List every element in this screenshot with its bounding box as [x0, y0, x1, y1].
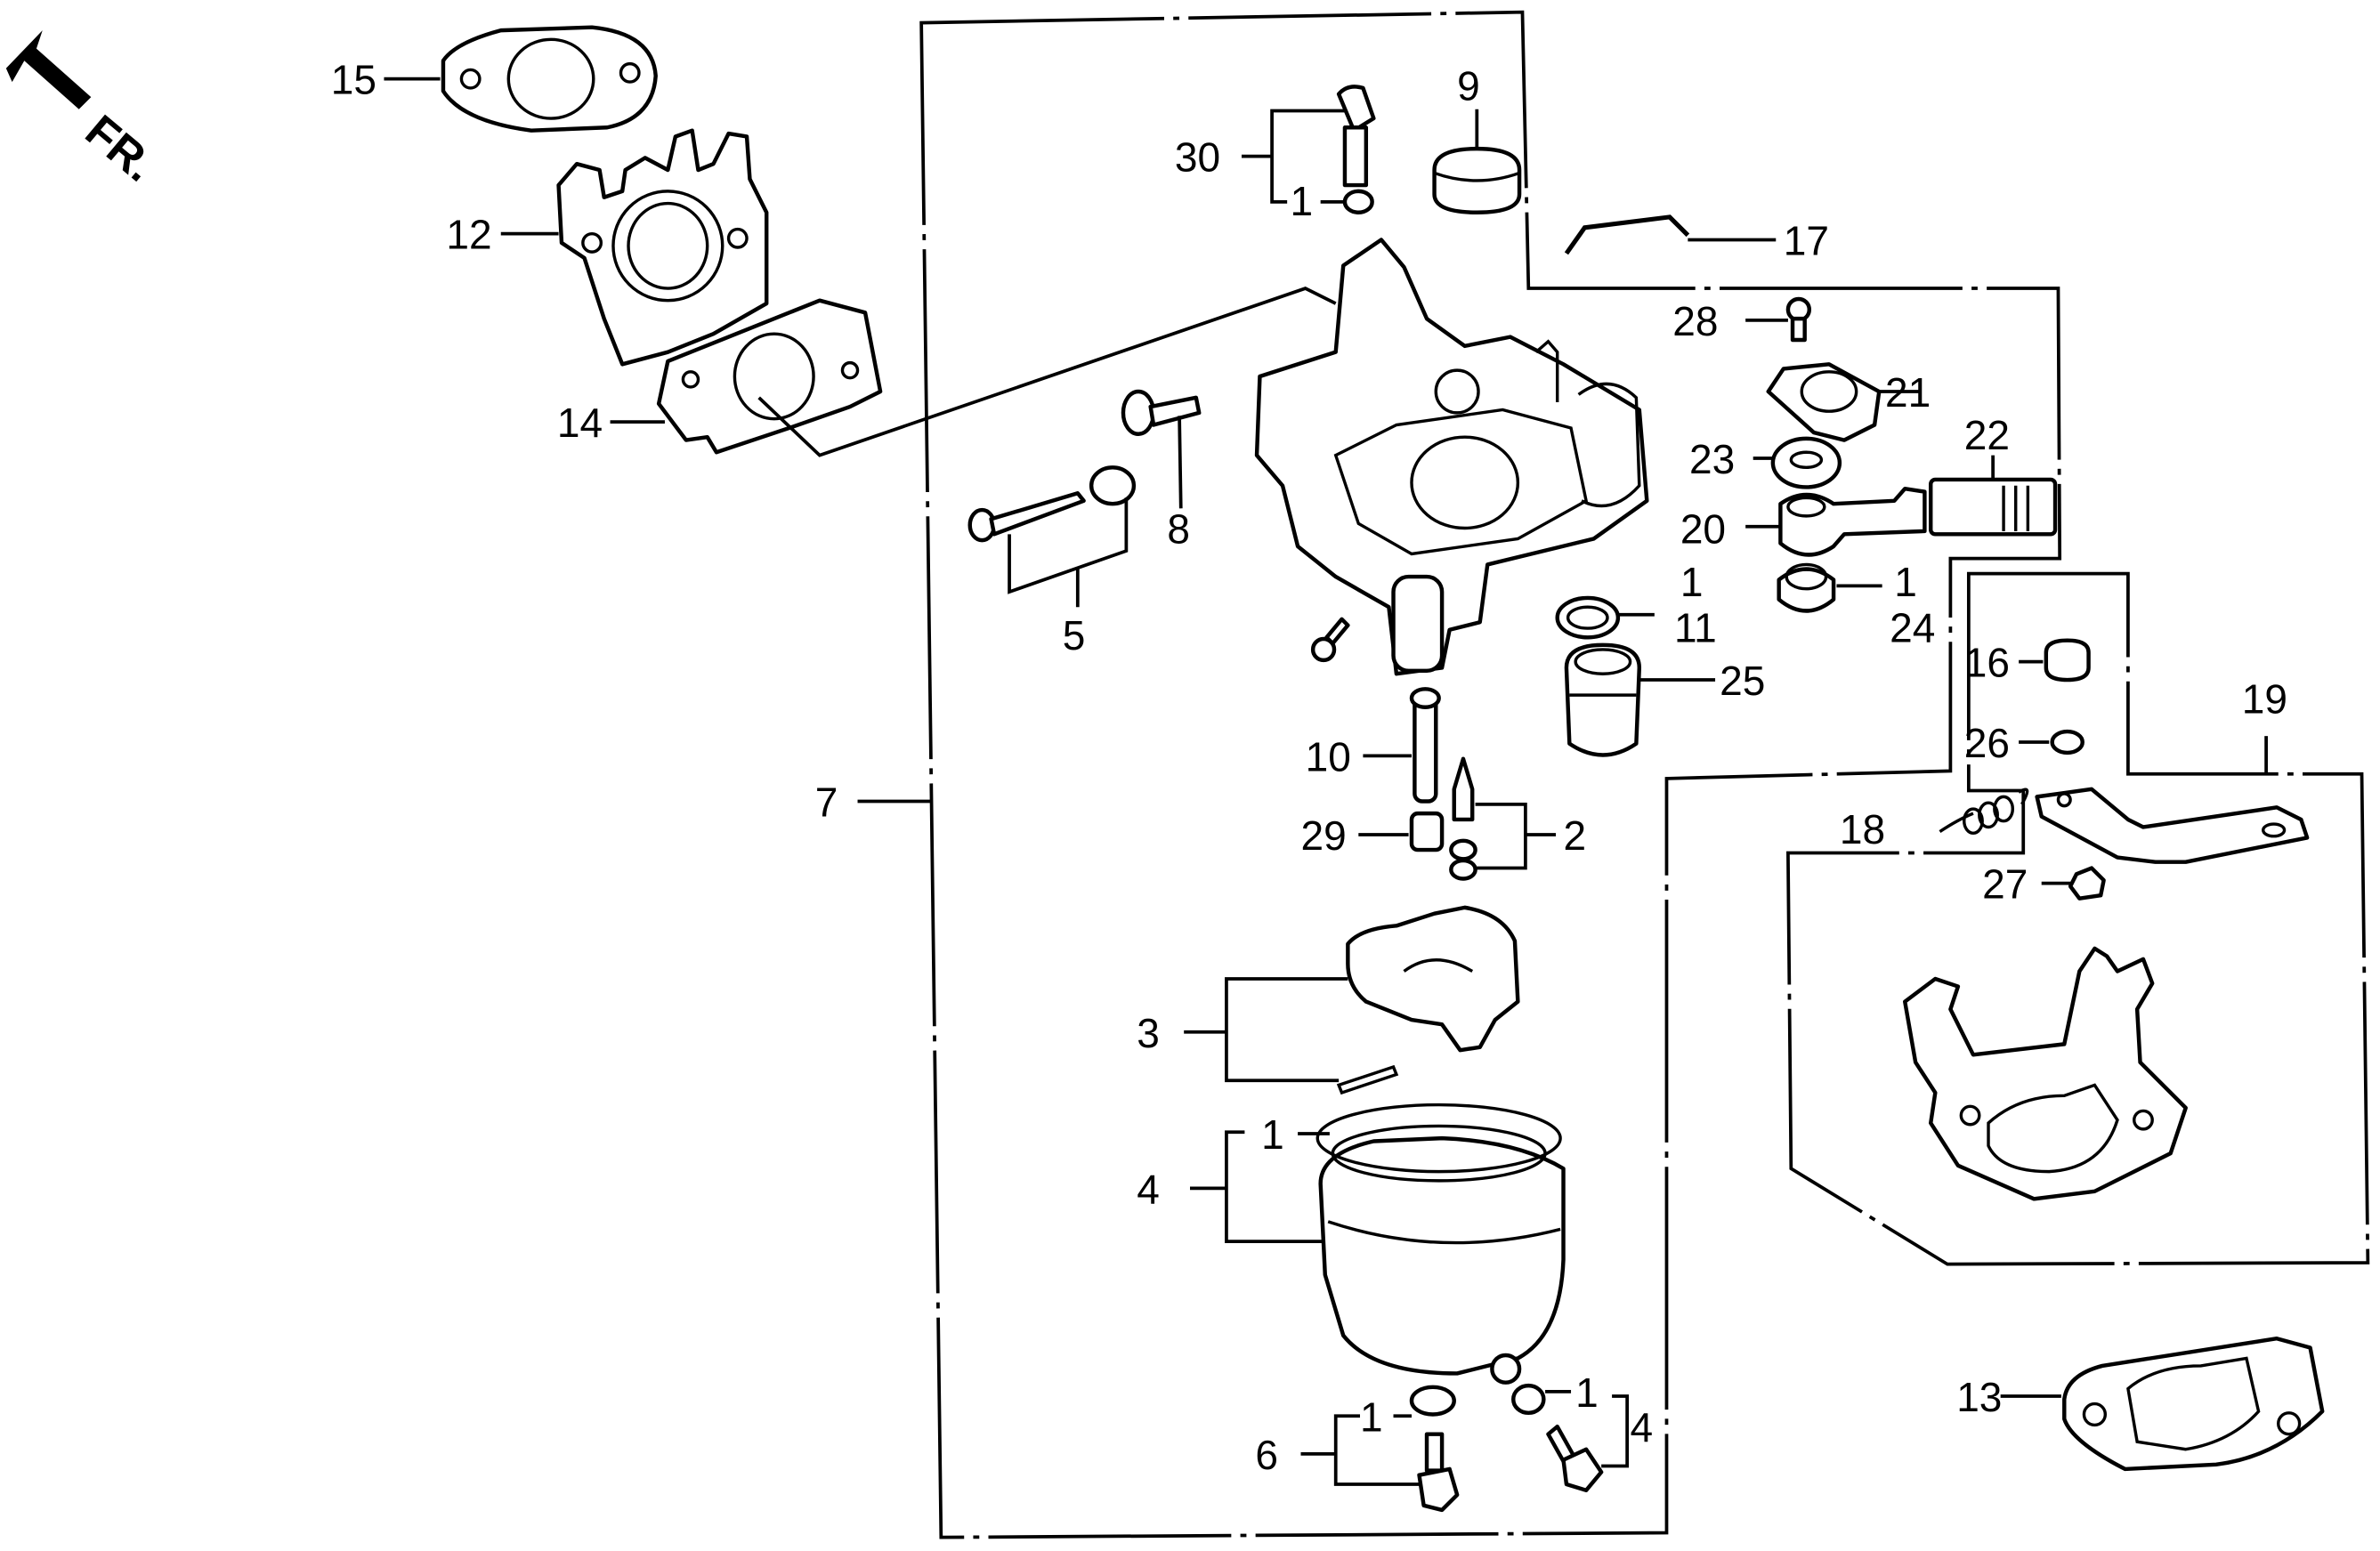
- callout-1-washer-right: 1: [1575, 1369, 1599, 1416]
- part-4-float-bowl: [1315, 1103, 1566, 1385]
- callout-30: 30: [1175, 134, 1220, 181]
- part-12-insulator: [556, 128, 769, 367]
- callout-13: 13: [1956, 1374, 2002, 1420]
- part-21-cover: [1766, 362, 1882, 442]
- part-19-lever: [2035, 787, 2310, 864]
- callout-1-oring-11: 1: [1680, 559, 1704, 605]
- part-3-float-pin: [1336, 1064, 1399, 1095]
- callout-26: 26: [1964, 720, 2010, 766]
- callout-28: 28: [1672, 298, 1718, 344]
- callout-2: 2: [1564, 812, 1587, 859]
- callout-22: 22: [1964, 412, 2010, 458]
- part-carburetor-body: [1254, 238, 1649, 676]
- callout-4-bowl: 4: [1137, 1166, 1160, 1212]
- callout-5: 5: [1063, 612, 1086, 658]
- part-23-washer: [1770, 436, 1842, 489]
- callout-1-filter: 1: [1894, 559, 1917, 605]
- callout-4-drain: 4: [1631, 1404, 1654, 1450]
- part-11-oring: [1555, 595, 1621, 640]
- callout-29: 29: [1300, 812, 1346, 859]
- callout-7: 7: [815, 780, 838, 826]
- part-20-lever: [1778, 486, 1927, 557]
- part-16-cap: [2044, 638, 2091, 683]
- callout-1-washer-left: 1: [1360, 1393, 1383, 1440]
- callout-19: 19: [2242, 676, 2287, 723]
- callout-18: 18: [1840, 806, 1885, 852]
- carburetor-assy-boundary: [919, 10, 2062, 1539]
- part-22-knob: [1928, 477, 2058, 537]
- part-3-float: [1346, 905, 1520, 1053]
- part-26-washer: [2050, 729, 2085, 755]
- callout-17: 17: [1784, 218, 1829, 264]
- callout-8: 8: [1167, 506, 1190, 553]
- part-15-gasket: [441, 25, 658, 133]
- callout-16: 16: [1964, 640, 2010, 686]
- part-5-pilot-screw: [967, 465, 1137, 543]
- part-throttle-stop-screw: [1310, 617, 1350, 663]
- part-bracket-plate: [1903, 946, 2188, 1201]
- part-25-drain-cup: [1564, 642, 1642, 757]
- callout-25: 25: [1720, 658, 1765, 704]
- part-4-drain-bolt: [1546, 1424, 1604, 1492]
- callout-9: 9: [1457, 63, 1480, 109]
- part-24-filter: [1777, 562, 1836, 613]
- part-17-clip: [1564, 214, 1690, 255]
- front-direction-arrow-icon: FR.: [5, 30, 166, 191]
- callout-23: 23: [1689, 436, 1735, 482]
- part-29-main-jet: [1409, 811, 1445, 852]
- control-assy-boundary: [1786, 571, 2370, 1266]
- callout-10: 10: [1306, 733, 1351, 780]
- part-27-nut: [2068, 866, 2106, 901]
- part-28-screw: [1785, 296, 1812, 343]
- part-18-spring: [1939, 788, 2029, 836]
- callout-11: 11: [1674, 604, 1717, 650]
- callout-27: 27: [1982, 861, 2028, 908]
- callout-24: 24: [1890, 604, 1935, 650]
- part-1-washer-left: [1409, 1385, 1456, 1417]
- callout-15: 15: [331, 57, 376, 103]
- callout-21: 21: [1885, 369, 1931, 416]
- part-13-gasket: [2062, 1337, 2325, 1472]
- front-direction-label: FR.: [77, 105, 166, 191]
- callout-20: 20: [1680, 506, 1726, 553]
- callout-1-bowl-gasket: 1: [1261, 1111, 1284, 1158]
- part-8-screw: [1121, 389, 1202, 436]
- callout-14: 14: [557, 400, 603, 446]
- part-2-float-valve: [1449, 756, 1477, 881]
- callout-6: 6: [1255, 1432, 1278, 1478]
- part-30-screw: [1336, 85, 1376, 188]
- part-1-oring-small: [1342, 189, 1374, 214]
- part-10-main-nozzle: [1409, 687, 1441, 804]
- part-9-cap: [1432, 146, 1522, 214]
- part-6-bowl-screw: [1417, 1432, 1460, 1513]
- part-1-washer-right: [1511, 1383, 1546, 1416]
- callout-1-oring: 1: [1291, 178, 1314, 224]
- callout-3: 3: [1137, 1010, 1160, 1056]
- callout-12: 12: [446, 212, 491, 258]
